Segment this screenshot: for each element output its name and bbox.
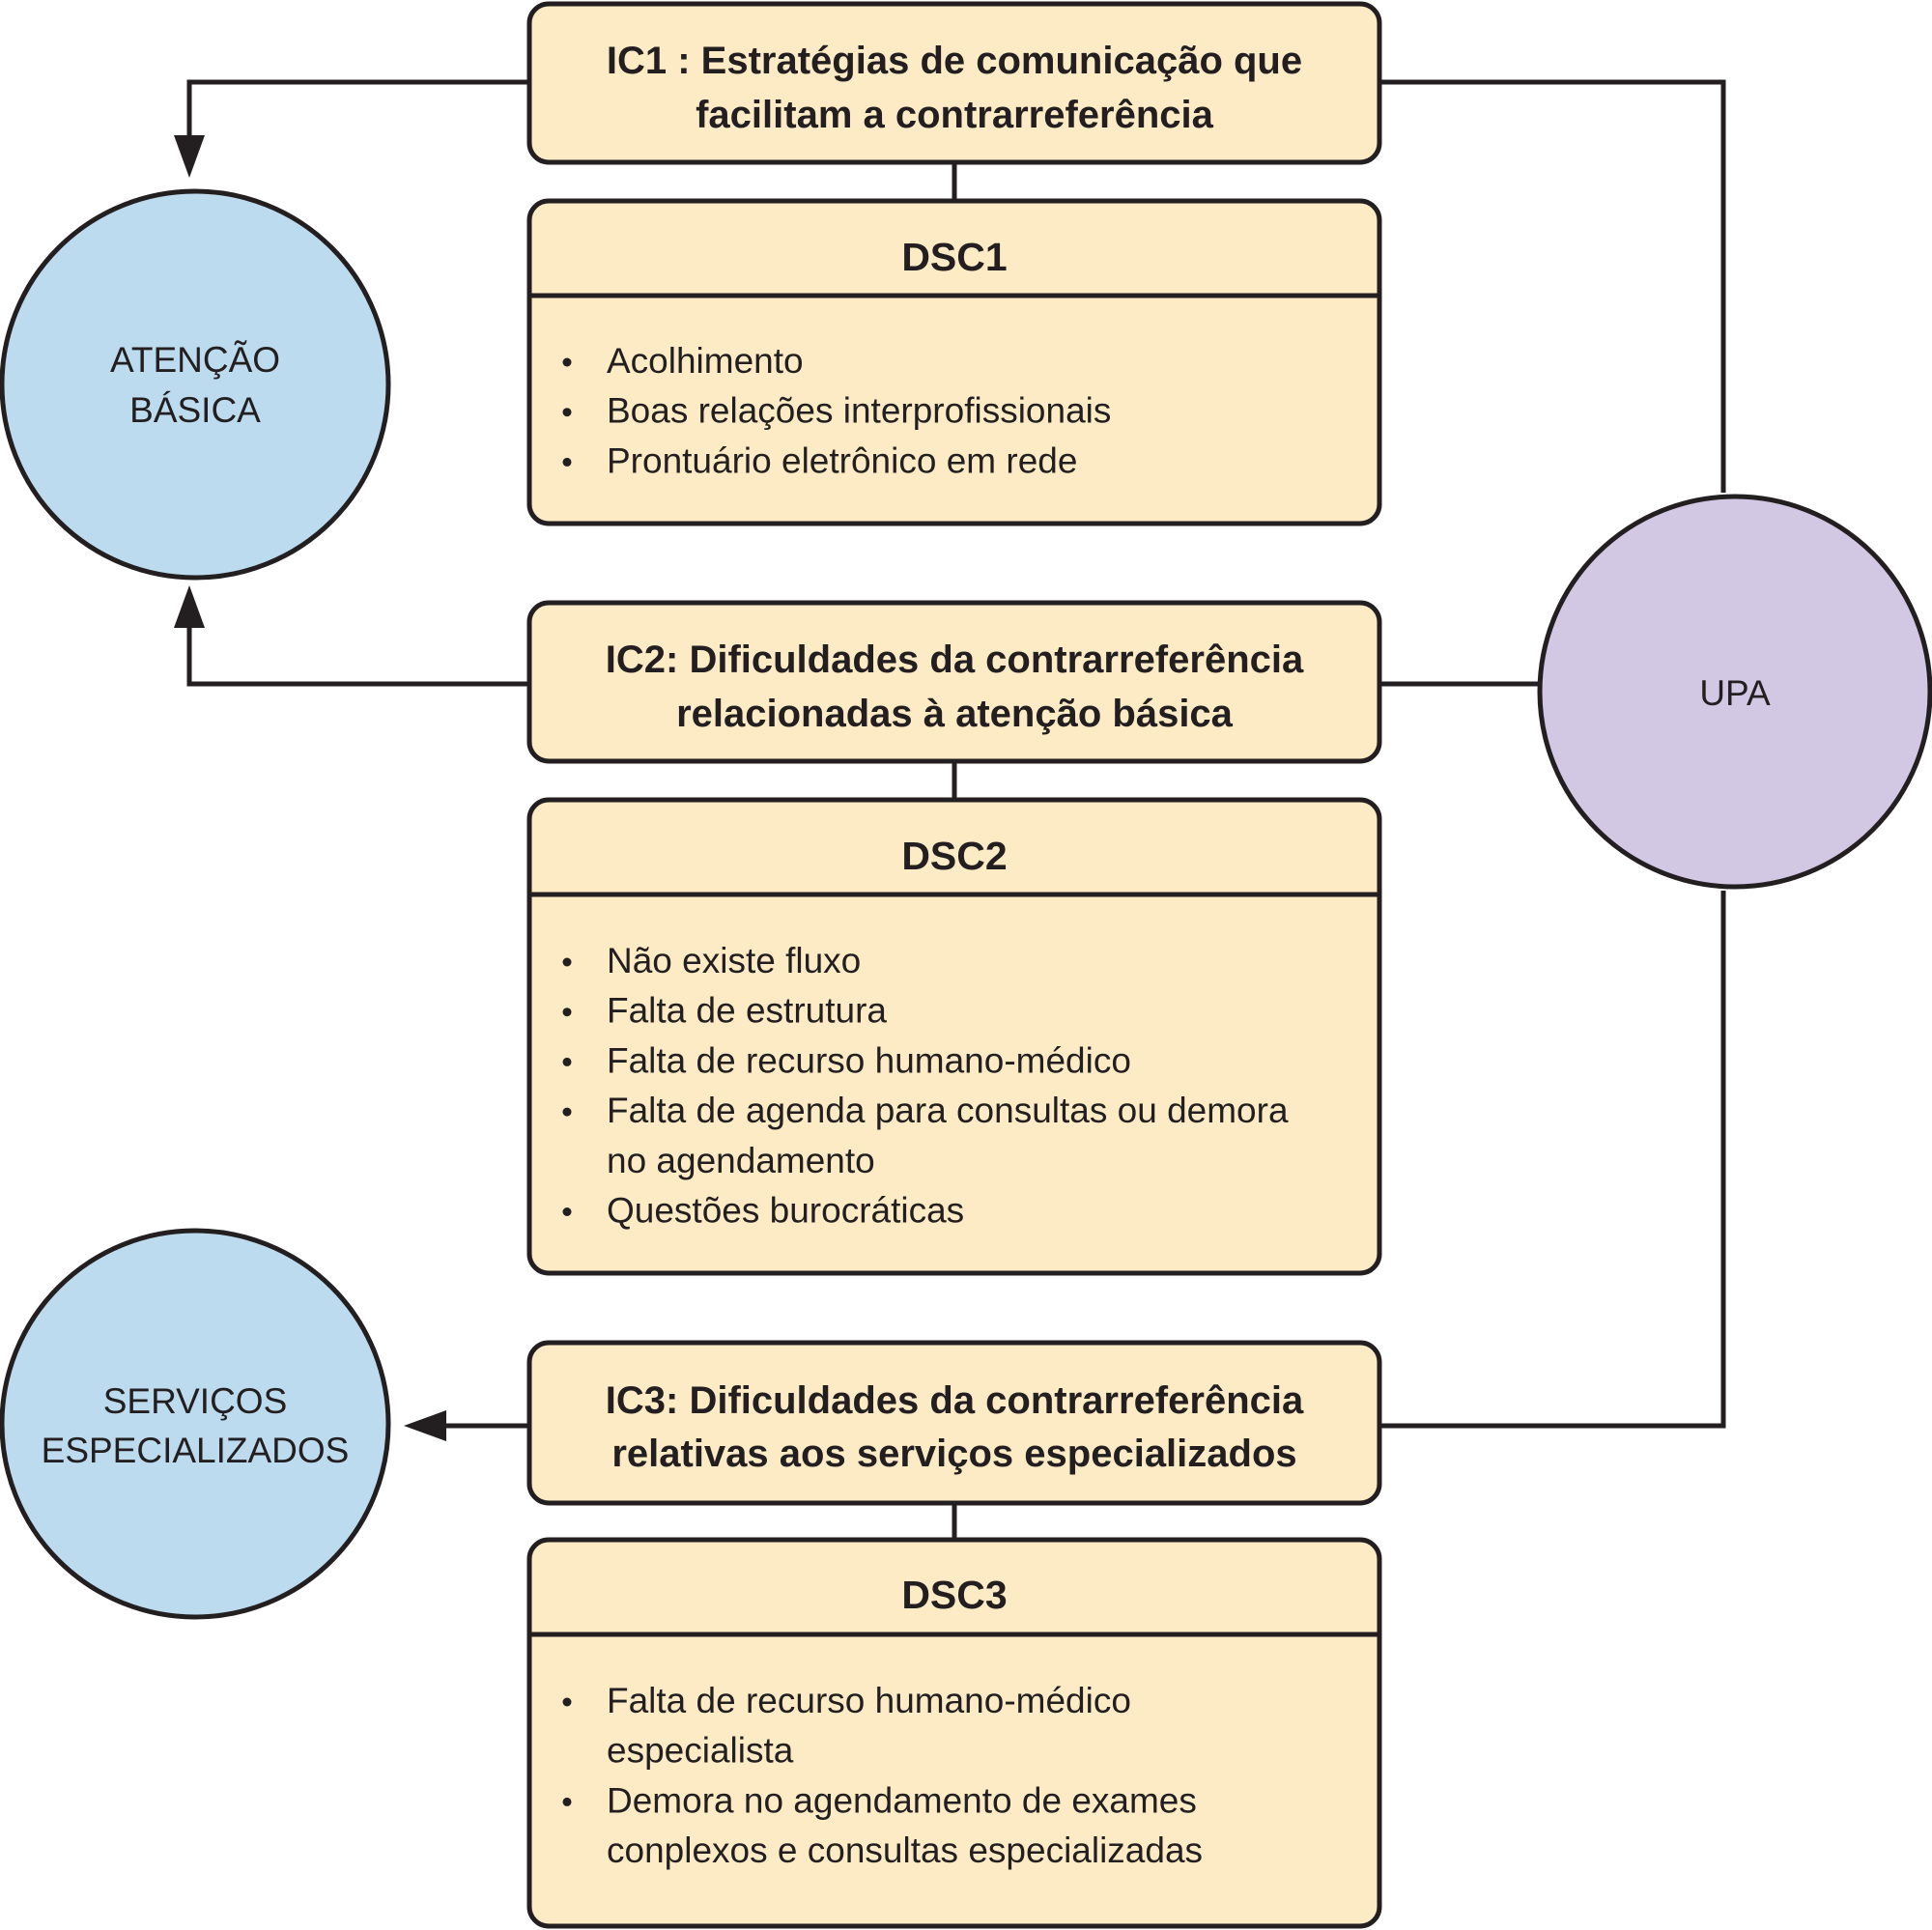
dsc3-box: DSC3 Falta de recurso humano-médico espec… [526,1537,1382,1929]
dsc3-item-list: Falta de recurso humano-médico especialis… [562,1681,1203,1870]
bullet-icon [562,1107,572,1117]
list-item: Não existe fluxo [607,941,861,980]
list-item: especialista [607,1731,794,1771]
list-item: Prontuário eletrônico em rede [607,440,1077,480]
connector-ic2-to-atencao-basica [174,585,529,687]
arrow-up-icon [174,585,205,628]
bullet-icon [562,457,572,467]
connector-ic1-to-upa [1379,79,1726,493]
list-item: Questões burocráticas [607,1191,964,1231]
ic2-title-line: relacionadas à atenção básica [676,693,1234,735]
ic1-title-line: IC1 : Estratégias de comunicação que [607,40,1302,82]
ic1-title-line: facilitam a contrarreferência [696,94,1214,136]
ic2-box: IC2: Dificuldades da contrarreferência r… [526,600,1382,764]
node-servicos-especializados: SERVIÇOS ESPECIALIZADOS [0,1228,391,1620]
bullet-icon [562,957,572,967]
node-atencao-basica: ATENÇÃO BÁSICA [0,188,391,581]
node-label-line: BÁSICA [129,390,261,430]
list-item: Falta de estrutura [607,991,887,1031]
list-item: Falta de agenda para consultas ou demora [607,1091,1289,1130]
list-item: Falta de recurso humano-médico [607,1040,1131,1080]
ic3-title-line: relativas aos serviços especializados [611,1433,1296,1475]
node-upa: UPA [1537,494,1932,890]
arrow-left-icon [404,1410,446,1441]
node-label-line: UPA [1699,673,1771,713]
dsc2-header: DSC2 [901,834,1007,878]
ic3-box: IC3: Dificuldades da contrarreferência r… [526,1340,1382,1506]
dsc1-header: DSC1 [901,235,1007,279]
bullet-icon [562,1057,572,1066]
dsc3-header: DSC3 [901,1573,1007,1617]
bullet-icon [562,357,572,367]
bullet-icon [562,1797,572,1806]
ic2-title-line: IC2: Dificuldades da contrarreferência [606,639,1304,681]
arrow-down-icon [174,135,205,178]
node-label-line: SERVIÇOS [103,1381,288,1421]
ic3-title-line: IC3: Dificuldades da contrarreferência [606,1379,1304,1422]
list-item: Falta de recurso humano-médico [607,1681,1131,1720]
connector-ic1-to-atencao-basica [174,79,529,178]
list-item: Acolhimento [607,341,804,381]
list-item: Demora no agendamento de exames [607,1780,1197,1820]
node-label-line: ATENÇÃO [110,340,280,380]
ic1-box: IC1 : Estratégias de comunicação que fac… [526,1,1382,165]
bullet-icon [562,408,572,417]
bullet-icon [562,1008,572,1017]
list-item: Boas relações interprofissionais [607,391,1111,431]
bullet-icon [562,1207,572,1216]
bullet-icon [562,1697,572,1707]
list-item: no agendamento [607,1141,875,1180]
connector-ic3-to-servicos [404,1410,529,1441]
node-label-line: ESPECIALIZADOS [42,1431,350,1470]
list-item: conplexos e consultas especializadas [607,1831,1203,1870]
connector-upa-to-ic3 [1379,891,1726,1429]
